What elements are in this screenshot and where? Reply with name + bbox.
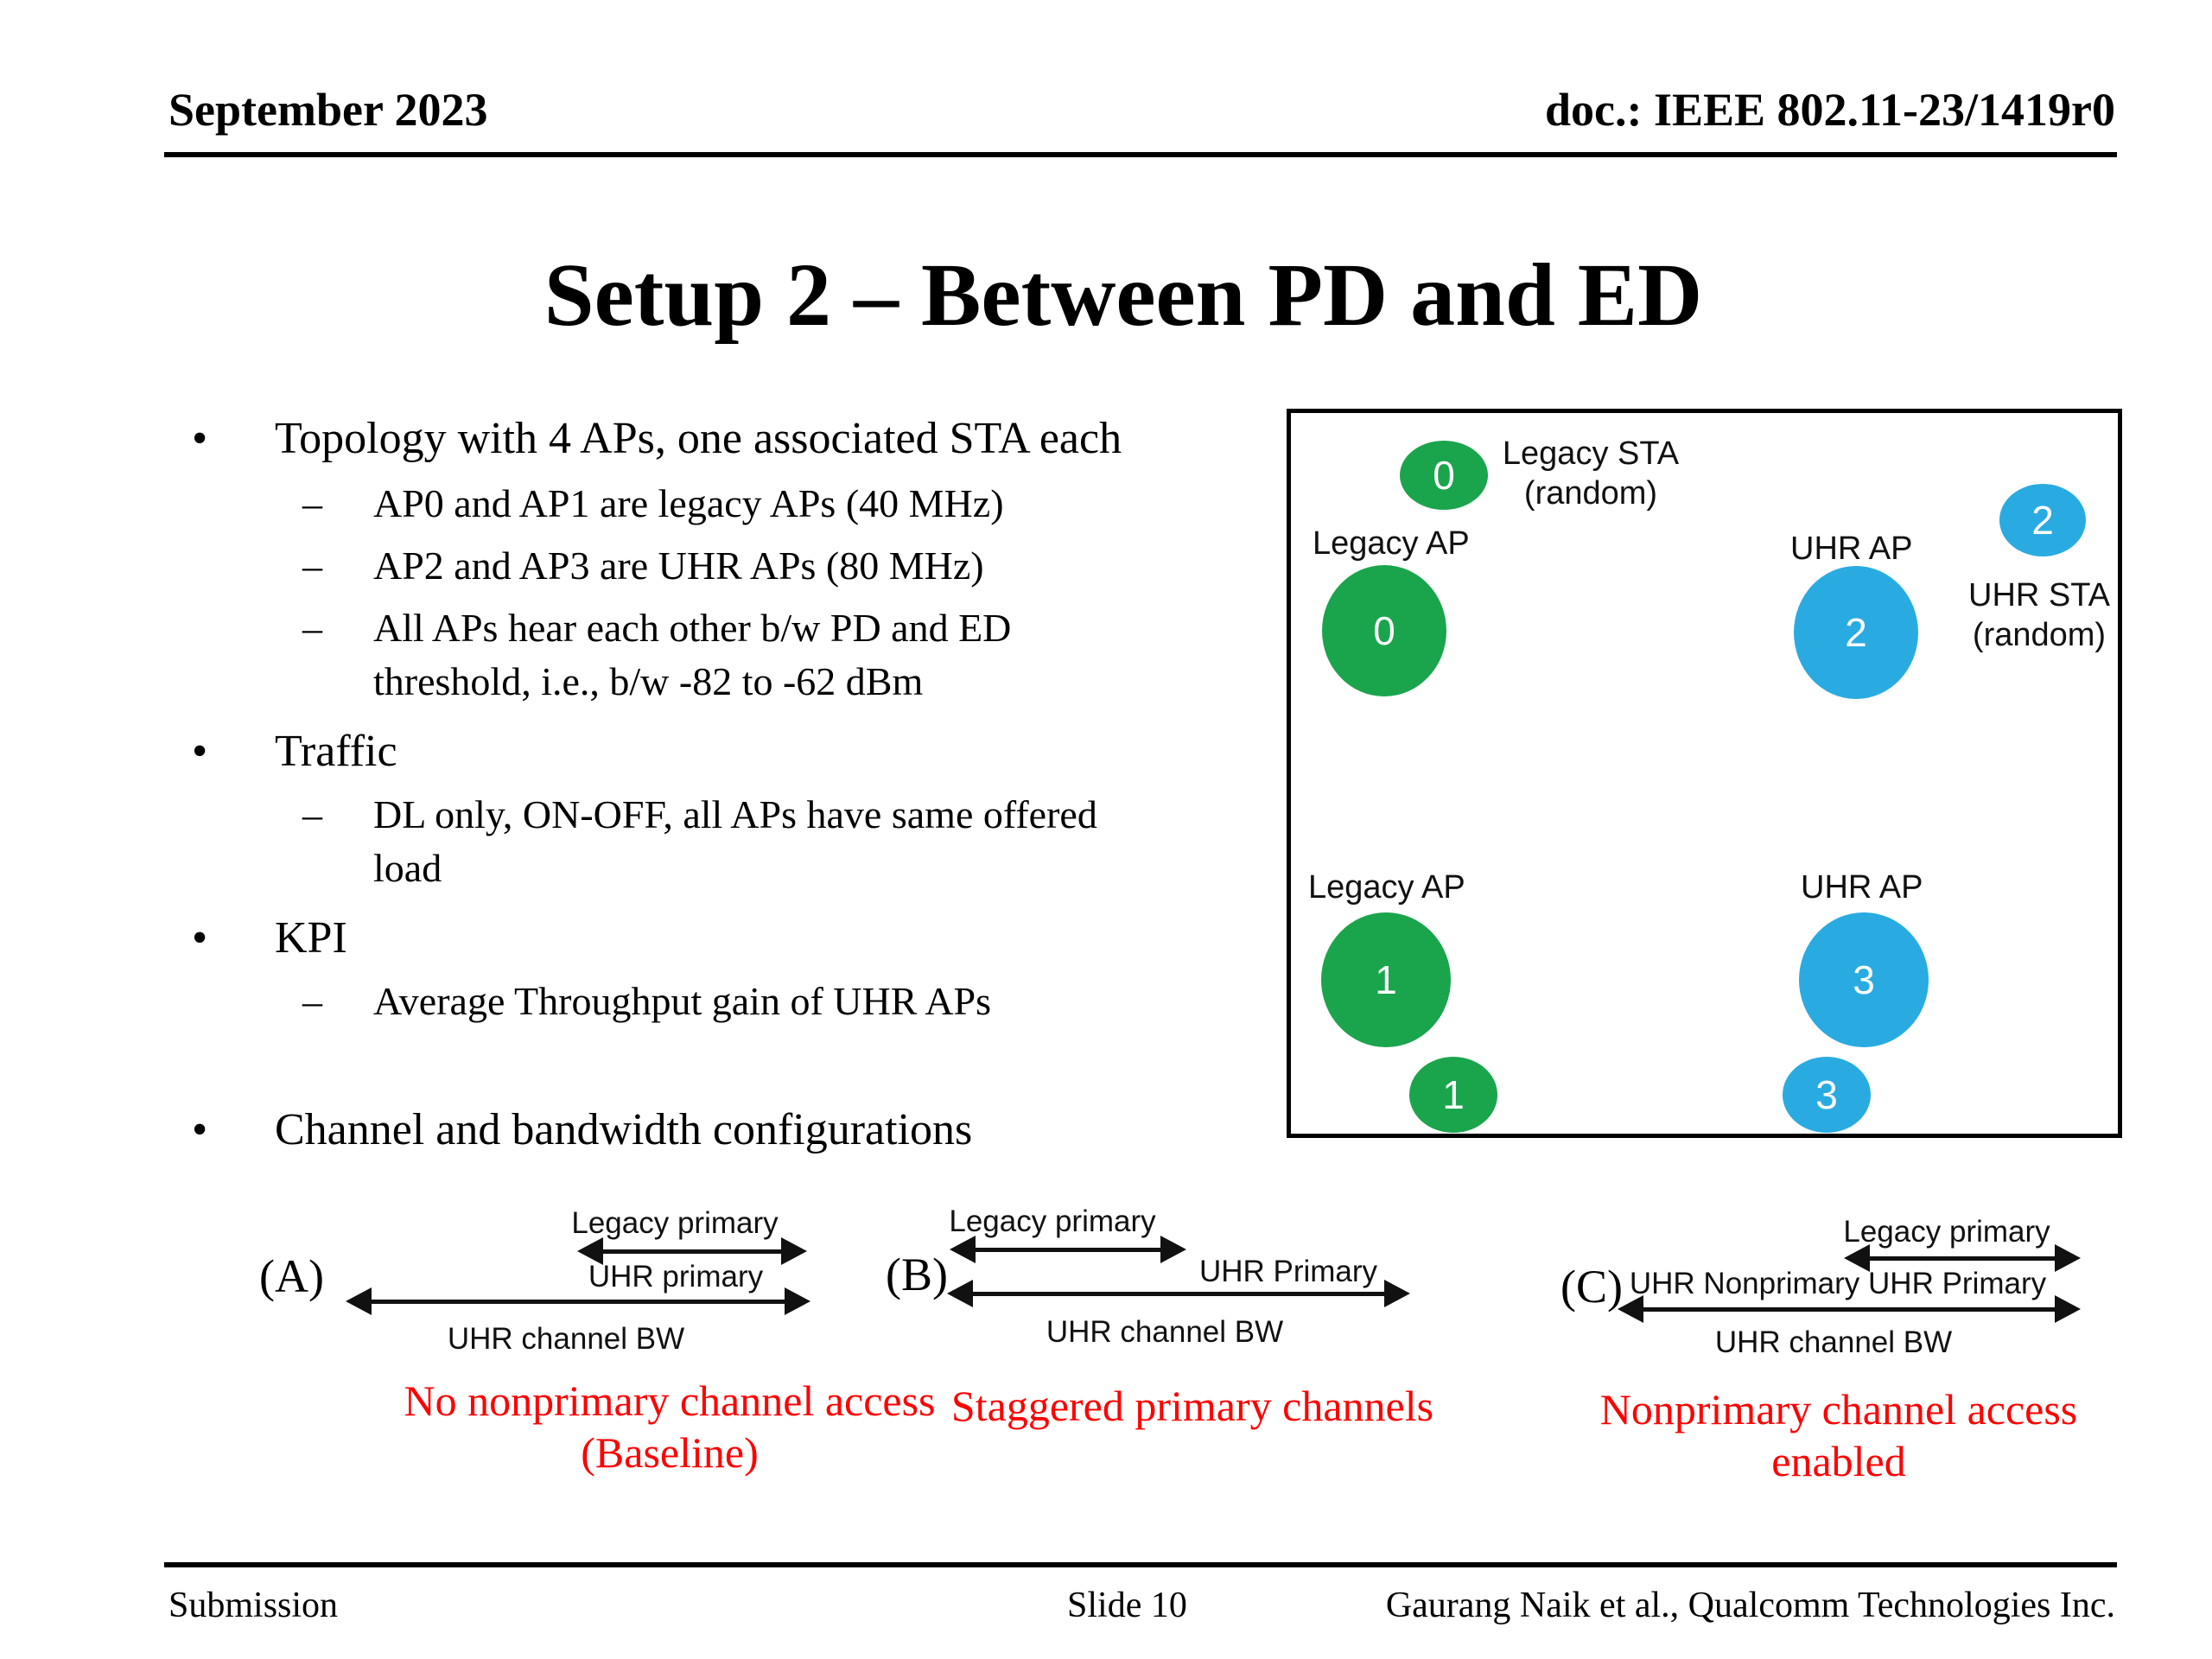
bullet-topology-sub1: AP0 and AP1 are legacy APs (40 MHz) <box>373 481 1004 525</box>
bullet-glyph: • <box>192 414 208 463</box>
bullet-traffic-sub1-line2: load <box>373 846 442 890</box>
legacy-sta0-number: 0 <box>1433 453 1455 498</box>
legacy-ap0-node: 0 <box>1322 565 1446 696</box>
config-b-top-label: Legacy primary <box>949 1205 1156 1238</box>
uhr-sta2-number: 2 <box>2031 498 2054 543</box>
bullet-glyph: • <box>192 913 208 963</box>
topology-diagram-box: 0 Legacy STA (random) Legacy AP 0 UHR AP… <box>1287 409 2122 1138</box>
header-date: September 2023 <box>168 84 488 136</box>
footer-rule <box>164 1562 2117 1567</box>
uhr-sta-label: UHR STA (random) <box>1968 575 2110 655</box>
uhr-ap-label-top: UHR AP <box>1790 531 1913 567</box>
uhr-sta-label-line2: (random) <box>1972 617 2107 653</box>
uhr-ap3-node: 3 <box>1799 912 1929 1047</box>
legacy-ap1-number: 1 <box>1375 957 1397 1002</box>
bullet-traffic-sub1-line1: DL only, ON-OFF, all APs have same offer… <box>373 792 1097 836</box>
bullet-traffic: Traffic <box>275 727 397 776</box>
bullet-kpi: KPI <box>275 913 347 963</box>
footer-slide-number: Slide 10 <box>1067 1586 1187 1625</box>
config-c-caption-line1: Nonprimary channel access <box>1599 1385 2078 1433</box>
config-c-mid-label: UHR Nonprimary UHR Primary <box>1629 1267 2047 1300</box>
uhr-sta2-node: 2 <box>1999 484 2086 556</box>
legacy-sta1-number: 1 <box>1442 1072 1465 1117</box>
config-a-legacy-primary-arrow <box>577 1237 807 1265</box>
config-a-caption-line1: No nonprimary channel access <box>404 1376 936 1425</box>
dash-glyph: – <box>302 979 322 1023</box>
header-rule <box>164 152 2117 157</box>
legacy-sta-label: Legacy STA (random) <box>1503 434 1679 513</box>
config-b-tag: (B) <box>886 1249 948 1300</box>
footer-authors: Gaurang Naik et al., Qualcomm Technologi… <box>1385 1586 2115 1625</box>
bullet-kpi-sub1: Average Throughput gain of UHR APs <box>373 979 992 1023</box>
dash-glyph: – <box>302 792 322 836</box>
bullet-topology-sub3-line2: threshold, i.e., b/w -82 to -62 dBm <box>373 659 924 703</box>
config-a-tag: (A) <box>259 1250 324 1302</box>
uhr-ap2-node: 2 <box>1794 566 1918 699</box>
uhr-sta3-node: 3 <box>1783 1057 1871 1133</box>
config-c-uhr-bw-arrow <box>1618 1295 2081 1323</box>
uhr-ap2-number: 2 <box>1845 610 1867 655</box>
footer-submission: Submission <box>168 1586 339 1625</box>
config-c-tag: (C) <box>1560 1261 1623 1313</box>
uhr-sta-label-line1: UHR STA <box>1968 577 2110 613</box>
bullet-topology: Topology with 4 APs, one associated STA … <box>275 414 1122 463</box>
config-c-bw-label: UHR channel BW <box>1714 1325 1953 1359</box>
uhr-ap-label-bottom: UHR AP <box>1801 869 1923 906</box>
dash-glyph: – <box>302 606 322 650</box>
bullet-topology-sub3-line1: All APs hear each other b/w PD and ED <box>373 606 1012 650</box>
config-c-legacy-primary-arrow <box>1844 1244 2081 1272</box>
legacy-sta1-node: 1 <box>1409 1057 1497 1133</box>
config-c-top-label: Legacy primary <box>1843 1215 2050 1249</box>
config-a-bw-label: UHR channel BW <box>447 1322 685 1356</box>
legacy-ap1-node: 1 <box>1321 912 1451 1047</box>
config-b-legacy-primary-arrow <box>950 1236 1186 1263</box>
config-a-uhr-bw-arrow <box>346 1287 810 1315</box>
legacy-ap0-number: 0 <box>1373 608 1395 653</box>
uhr-sta3-number: 3 <box>1815 1072 1838 1117</box>
bullet-glyph: • <box>192 1105 208 1154</box>
config-a-top-label: Legacy primary <box>571 1206 779 1240</box>
slide-title: Setup 2 – Between PD and ED <box>543 245 1703 345</box>
config-c-caption-line2: enabled <box>1771 1437 1906 1485</box>
bullet-topology-sub2: AP2 and AP3 are UHR APs (80 MHz) <box>373 543 984 588</box>
dash-glyph: – <box>302 543 322 588</box>
legacy-sta-label-line2: (random) <box>1523 475 1658 512</box>
legacy-sta-label-line1: Legacy STA <box>1502 435 1680 472</box>
uhr-ap3-number: 3 <box>1853 957 1875 1002</box>
config-b-caption-line1: Staggered primary channels <box>950 1382 1434 1430</box>
config-a-caption-line2: (Baseline) <box>581 1428 759 1477</box>
dash-glyph: – <box>302 481 322 525</box>
config-b-uhr-bw-arrow <box>947 1280 1410 1307</box>
bullet-glyph: • <box>192 727 208 776</box>
legacy-ap-label-bottom: Legacy AP <box>1308 869 1465 906</box>
legacy-ap-label-top: Legacy AP <box>1313 525 1470 562</box>
bullet-channel-config: Channel and bandwidth configurations <box>275 1105 973 1154</box>
legacy-sta0-node: 0 <box>1400 441 1488 510</box>
header-doc-number: doc.: IEEE 802.11-23/1419r0 <box>1544 84 2115 136</box>
config-b-bw-label: UHR channel BW <box>1046 1315 1284 1349</box>
